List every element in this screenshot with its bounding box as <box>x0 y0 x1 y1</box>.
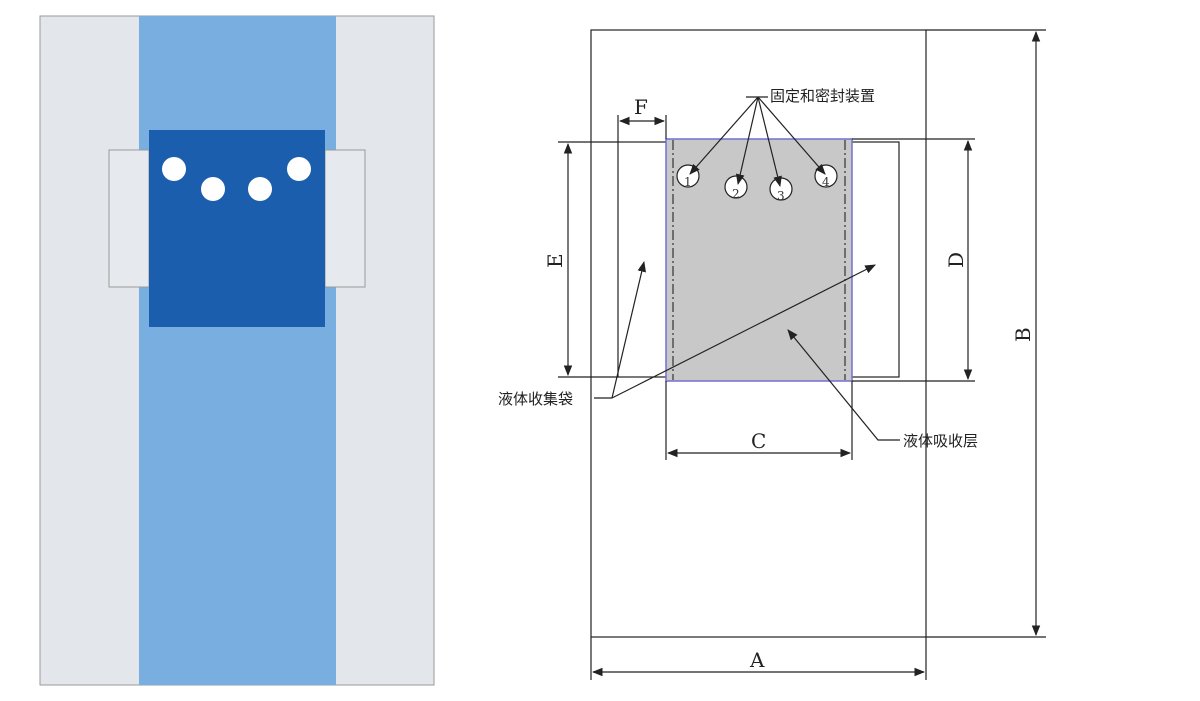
hole-number-1: 1 <box>684 175 692 189</box>
outer-sheet <box>590 29 927 638</box>
right-figure <box>558 29 1046 680</box>
hole-number-3: 3 <box>777 189 785 203</box>
hole-2 <box>201 177 225 201</box>
label-absorbent-layer: 液体吸收层 <box>903 432 978 450</box>
label-collection-bag: 液体收集袋 <box>498 390 573 408</box>
dim-label-f: F <box>634 95 648 119</box>
left-figure <box>39 15 435 686</box>
leader-fixing-1 <box>689 96 759 175</box>
dim-label-b: B <box>1011 327 1035 342</box>
hole-number-4: 4 <box>822 175 830 189</box>
center-band <box>139 16 336 685</box>
hole-1 <box>162 157 186 181</box>
dim-label-d: D <box>944 252 968 268</box>
left-side-tab <box>108 149 150 288</box>
leader-fixing-2 <box>735 96 759 186</box>
leader-bag-right <box>611 264 876 399</box>
label-fixing-device: 固定和密封装置 <box>770 87 875 105</box>
leader-bag-left <box>611 260 646 399</box>
hole-number-2: 2 <box>732 187 740 201</box>
leader-fixing-3 <box>757 96 782 188</box>
collection-bag-right <box>845 141 900 378</box>
dim-label-a: A <box>749 648 765 672</box>
hole-3 <box>248 177 272 201</box>
leader-fixing-4 <box>757 96 826 175</box>
dim-label-c: C <box>751 429 766 453</box>
hole-4 <box>287 157 311 181</box>
leader-absorb <box>787 329 900 441</box>
right-side-tab <box>324 149 366 288</box>
dim-label-e: E <box>543 253 567 268</box>
